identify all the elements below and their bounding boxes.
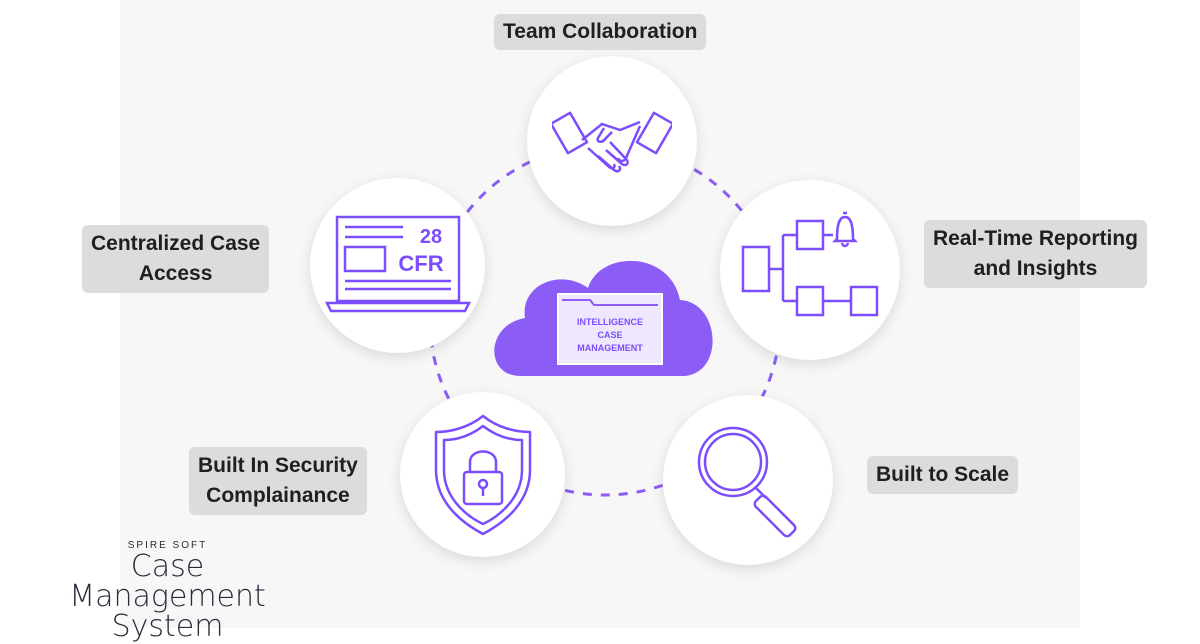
label-scale-text: Built to Scale [876, 463, 1010, 486]
laptop-text-cfr: CFR [398, 251, 443, 276]
shield-lock-icon [434, 414, 531, 535]
label-centralized-access: Centralized Case Access [82, 225, 270, 293]
label-reporting-line2: and Insights [973, 257, 1098, 280]
hub-text-line1: INTELLIGENCE [577, 317, 643, 327]
hub-cloud-icon: INTELLIGENCE CASE MANAGEMENT [494, 260, 713, 376]
node-centralized-access: 28 CFR [310, 178, 485, 353]
node-team-collaboration [527, 56, 697, 226]
laptop-text-28: 28 [419, 226, 441, 248]
flowchart-bell-icon [741, 211, 879, 317]
node-real-time-reporting [720, 180, 900, 360]
handshake-icon [552, 111, 672, 173]
label-access-line2: Access [138, 262, 213, 285]
magnifier-icon [697, 426, 797, 538]
label-access-line1: Centralized Case [91, 232, 261, 255]
node-built-to-scale [663, 395, 833, 565]
label-security-compliance: Built In Security Complainance [189, 447, 367, 515]
hub-text-line2: CASE [597, 330, 622, 340]
label-security-line1: Built In Security [198, 454, 358, 477]
brand-title-line1: Case Management [69, 549, 266, 614]
label-security-line2: Complainance [206, 484, 350, 507]
label-real-time-reporting: Real-Time Reporting and Insights [924, 220, 1147, 288]
brand-logo: SPIRE SOFT Case Management System [30, 540, 305, 642]
label-team-collaboration: Team Collaboration [494, 14, 707, 50]
brand-small-text: SPIRE SOFT [127, 540, 208, 551]
label-reporting-line1: Real-Time Reporting [933, 227, 1138, 250]
label-built-to-scale: Built to Scale [867, 456, 1019, 494]
diagram-canvas: INTELLIGENCE CASE MANAGEMENT [428, 143, 782, 497]
node-security-compliance [400, 392, 565, 557]
brand-title-line2: System [111, 609, 224, 644]
hub-text-line3: MANAGEMENT [577, 343, 643, 353]
label-team-text: Team Collaboration [503, 20, 698, 43]
laptop-document-icon: 28 CFR [324, 215, 471, 312]
